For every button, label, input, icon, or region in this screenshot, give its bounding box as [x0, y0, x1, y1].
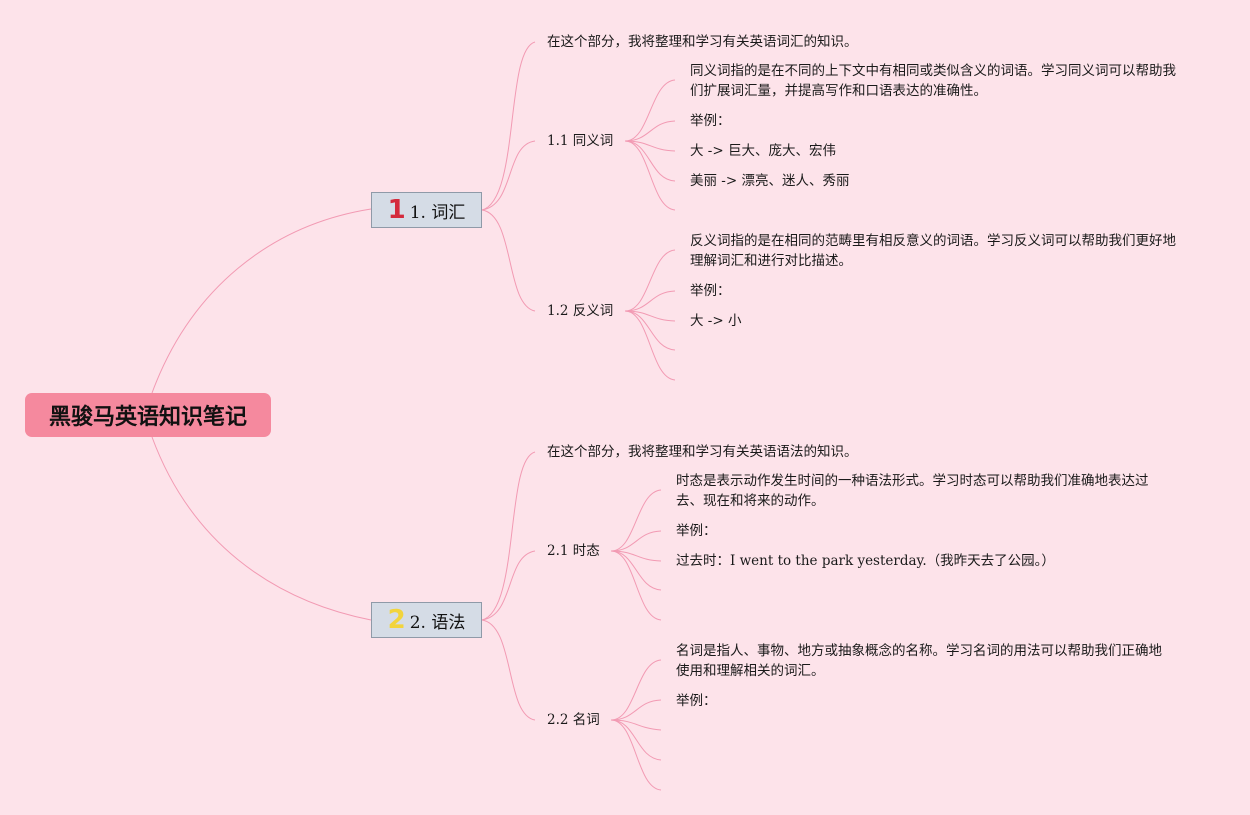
link-sub11-item1 [624, 79, 676, 142]
link-sub21-empty2 [610, 550, 662, 621]
antonyms-definition[interactable]: 反义词指的是在相同的范畴里有相反意义的词语。学习反义词可以帮助我们更好地理解词汇… [690, 233, 1176, 269]
topic-grammar-intro[interactable]: 在这个部分，我将整理和学习有关英语语法的知识。 [547, 444, 858, 460]
link-sub12-empty2 [624, 310, 676, 381]
synonyms-example-label[interactable]: 举例： [690, 113, 731, 129]
link-sub11-empty [624, 140, 676, 211]
root-node[interactable]: 黑骏马英语知识笔记 [25, 393, 271, 437]
link-sub12-empty1 [624, 310, 676, 351]
topic-label: 2. 语法 [409, 612, 466, 633]
tenses-definition[interactable]: 时态是表示动作发生时间的一种语法形式。学习时态可以帮助我们准确地表达过去、现在和… [676, 473, 1149, 509]
link-sub21-empty1 [610, 550, 662, 591]
subtopic-antonyms[interactable]: 1.2 反义词 [547, 303, 614, 319]
topic-label: 1. 词汇 [409, 202, 466, 223]
link-topic1-intro [481, 41, 536, 211]
link-root-topic2 [151, 436, 372, 621]
link-sub12-item1 [624, 249, 676, 312]
link-topic1-sub2 [481, 209, 536, 312]
link-topic2-sub1 [481, 550, 536, 621]
synonyms-example-1[interactable]: 大 -> 巨大、庞大、宏伟 [690, 143, 836, 159]
link-sub21-item1 [610, 489, 662, 552]
link-root-topic1 [151, 208, 372, 394]
synonyms-definition[interactable]: 同义词指的是在不同的上下文中有相同或类似含义的词语。学习同义词可以帮助我们扩展词… [690, 63, 1176, 99]
tenses-example-label[interactable]: 举例： [676, 523, 717, 539]
topic-vocabulary-intro[interactable]: 在这个部分，我将整理和学习有关英语词汇的知识。 [547, 34, 858, 50]
root-title: 黑骏马英语知识笔记 [48, 405, 247, 430]
link-topic2-sub2 [481, 619, 536, 721]
antonyms-example-1[interactable]: 大 -> 小 [690, 313, 742, 329]
link-topic2-intro [481, 451, 536, 621]
link-sub12-item2 [624, 290, 676, 312]
link-sub22-item1 [610, 659, 662, 721]
topic-vocabulary[interactable]: 1 1. 词汇 [371, 192, 482, 228]
link-sub11-item4 [624, 140, 676, 182]
topic-grammar[interactable]: 2 2. 语法 [371, 602, 482, 638]
link-topic1-sub1 [481, 140, 536, 211]
subtopic-synonyms[interactable]: 1.1 同义词 [547, 133, 614, 149]
nouns-example-label[interactable]: 举例： [676, 693, 717, 709]
priority-1-icon: 1 [387, 195, 406, 225]
synonyms-example-2[interactable]: 美丽 -> 漂亮、迷人、秀丽 [690, 173, 850, 189]
link-sub11-item2 [624, 120, 676, 142]
subtopic-tenses[interactable]: 2.1 时态 [547, 543, 600, 559]
nouns-definition[interactable]: 名词是指人、事物、地方或抽象概念的名称。学习名词的用法可以帮助我们正确地使用和理… [676, 643, 1162, 679]
link-sub22-empty3 [610, 719, 662, 791]
link-sub22-empty2 [610, 719, 662, 761]
subtopic-nouns[interactable]: 2.2 名词 [547, 712, 600, 728]
link-sub22-item2 [610, 699, 662, 721]
priority-2-icon: 2 [387, 605, 406, 635]
link-sub21-item2 [610, 530, 662, 552]
tenses-example-1[interactable]: 过去时：I went to the park yesterday.（我昨天去了公… [676, 553, 1055, 569]
antonyms-example-label[interactable]: 举例： [690, 283, 731, 299]
